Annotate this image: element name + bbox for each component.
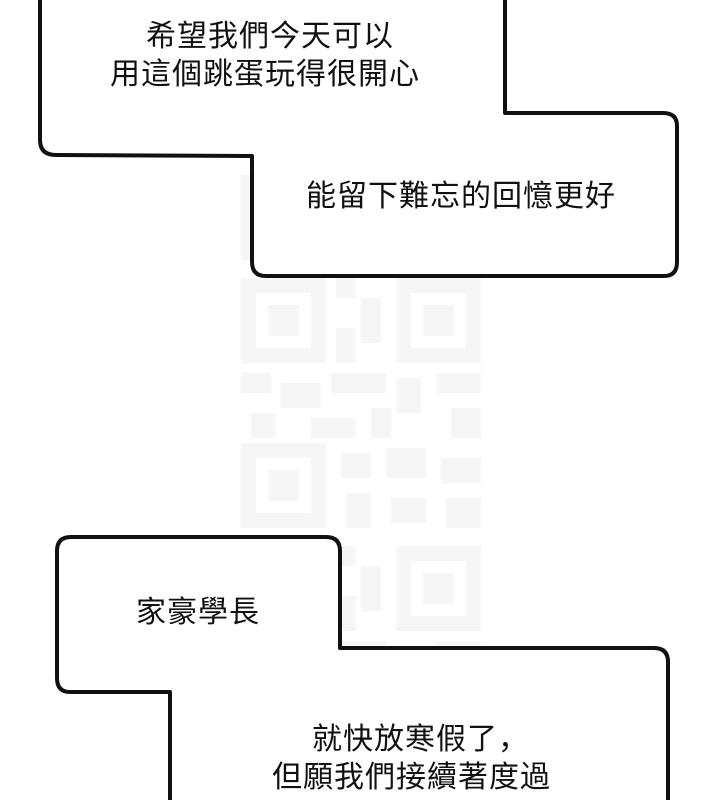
bubble-1-line-2: 用這個跳蛋玩得很開心 — [110, 57, 420, 92]
bubble-1-line-1: 希望我們今天可以 — [146, 19, 394, 54]
bubble-2-line-2: 就快放寒假了， — [312, 722, 529, 757]
bubble-2-line-3: 但願我們接續著度過 — [272, 760, 551, 795]
speech-bubble-2 — [55, 535, 670, 800]
speech-bubble-1 — [38, 0, 679, 278]
bubble-2-speaker-name: 家豪學長 — [136, 595, 260, 630]
bubble-1-line-3: 能留下難忘的回憶更好 — [306, 179, 616, 214]
